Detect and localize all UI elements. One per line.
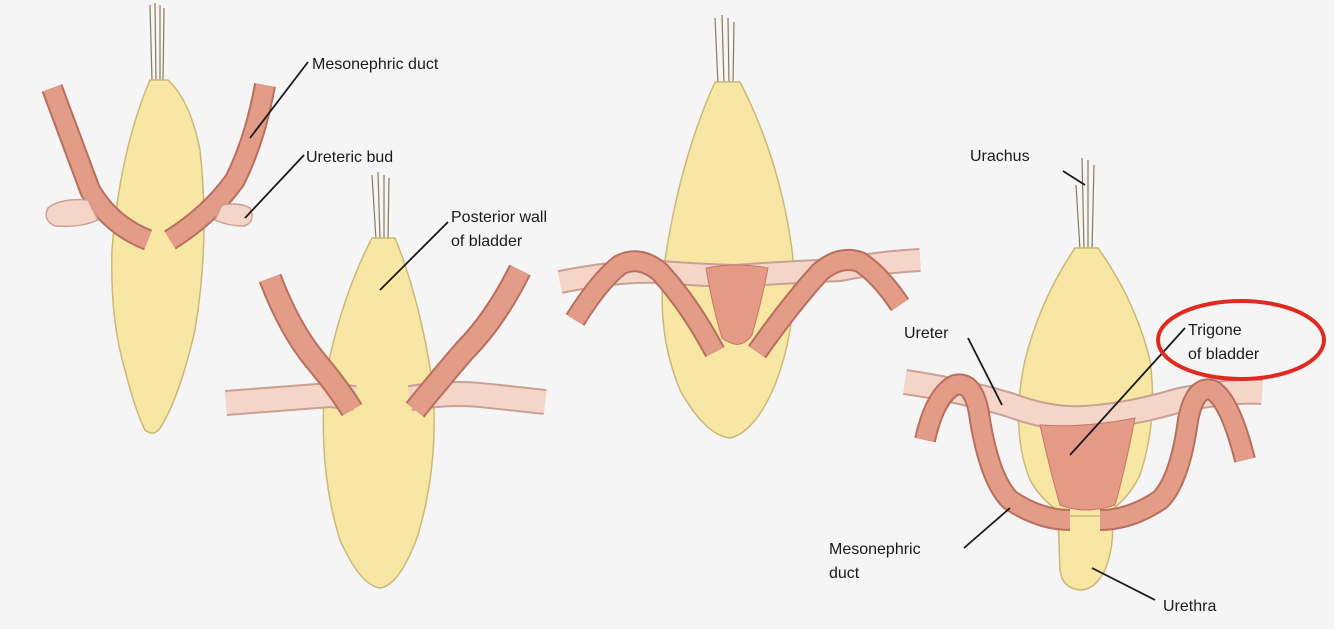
label-mesonephric-duct-bottom-line1: Mesonephric [829, 541, 921, 558]
bladder-3 [662, 82, 794, 438]
urachus-strands-4 [1076, 158, 1094, 250]
label-urethra: Urethra [1163, 598, 1216, 615]
urachus-strands-3 [715, 15, 734, 85]
urachus-strands-1 [150, 3, 164, 82]
label-trigone-line2: of bladder [1188, 346, 1260, 363]
label-ureter: Ureter [904, 325, 949, 342]
label-mesonephric-duct-top: Mesonephric duct [312, 56, 439, 73]
label-urachus: Urachus [970, 148, 1030, 165]
ureteric-bud-right [215, 204, 252, 226]
panel-1-stage [46, 3, 265, 433]
label-posterior-wall-line1: Posterior wall [451, 209, 547, 226]
ureteric-bud-left [46, 200, 98, 227]
urachus-strands-2 [372, 172, 389, 240]
label-trigone-line1: Trigone [1188, 322, 1242, 339]
panel-3-stage [560, 15, 920, 438]
label-mesonephric-duct-bottom-line2: duct [829, 565, 860, 582]
bladder-1 [112, 80, 204, 433]
highlight-circle [1158, 301, 1324, 379]
label-ureteric-bud: Ureteric bud [306, 149, 393, 166]
label-posterior-wall-line2: of bladder [451, 233, 523, 250]
